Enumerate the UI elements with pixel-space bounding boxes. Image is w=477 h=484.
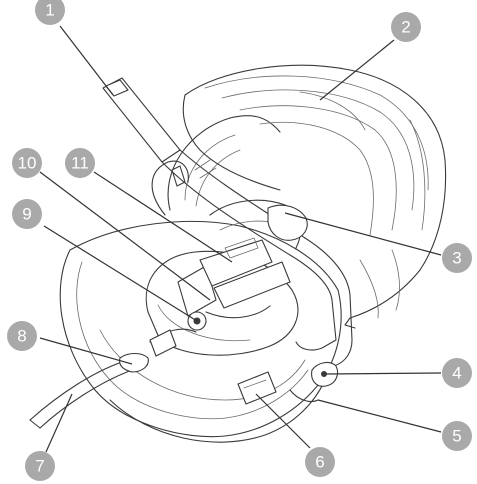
leader-5 [318, 400, 441, 432]
callout-label: 9 [22, 205, 31, 224]
leader-4 [326, 373, 441, 374]
leader-7 [46, 394, 72, 452]
callout-6: 6 [305, 447, 335, 477]
callout-label: 3 [452, 249, 461, 268]
callout-5: 5 [442, 421, 472, 451]
callout-label: 5 [452, 427, 461, 446]
leader-2 [320, 40, 394, 100]
carry-handle [103, 78, 352, 366]
callout-label: 4 [452, 364, 461, 383]
leader-10 [40, 172, 210, 300]
callout-7: 7 [25, 451, 55, 481]
callout-1: 1 [35, 0, 65, 25]
callout-4: 4 [442, 358, 472, 388]
leader-11 [94, 172, 232, 262]
callout-9: 9 [12, 199, 42, 229]
callout-label: 8 [17, 327, 26, 346]
callout-label: 10 [18, 154, 37, 173]
callout-label: 6 [315, 453, 324, 472]
callout-2: 2 [391, 12, 421, 42]
callout-label: 11 [71, 154, 89, 173]
callout-3: 3 [442, 243, 472, 273]
leader-3 [285, 213, 441, 255]
leader-1 [60, 26, 113, 95]
callout-label: 7 [35, 457, 44, 476]
harness-buckle [150, 238, 290, 356]
callout-label: 2 [401, 18, 410, 37]
callout-label: 1 [45, 1, 54, 20]
callout-10: 10 [12, 148, 42, 178]
callout-11: 11 [65, 148, 95, 178]
side-details [30, 354, 338, 429]
seat-shell [60, 116, 341, 442]
callout-8: 8 [7, 321, 37, 351]
